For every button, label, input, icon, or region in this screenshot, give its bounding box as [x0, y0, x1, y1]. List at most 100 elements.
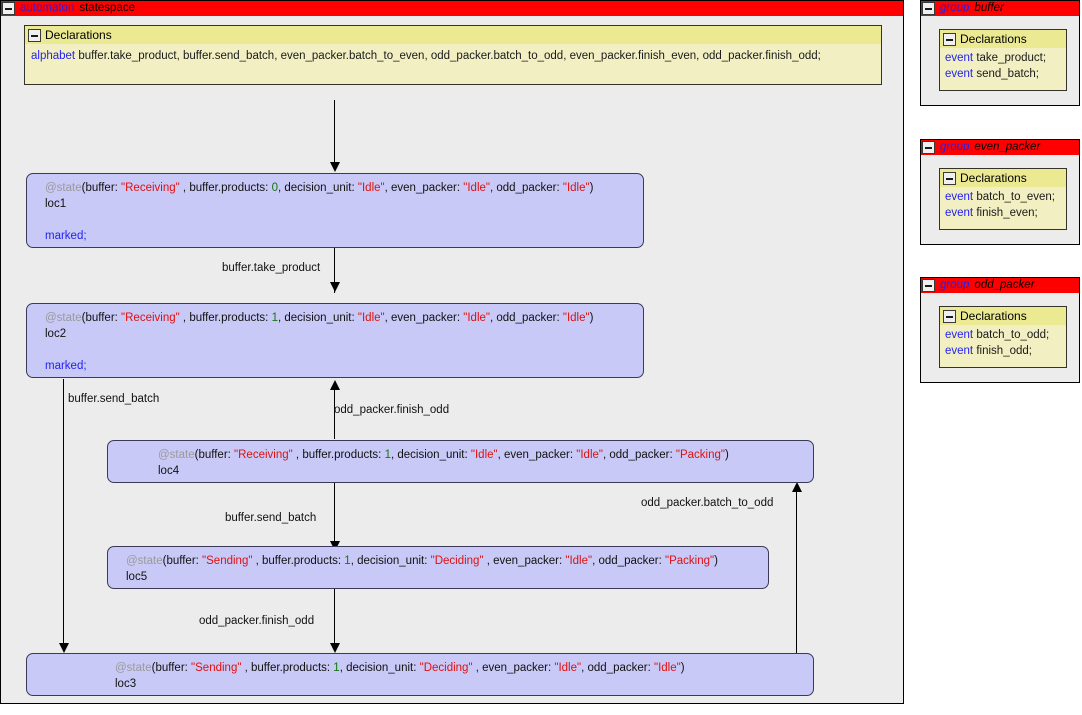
edge-loc2-to-loc3 — [63, 379, 64, 646]
state-id-loc2: loc2 — [45, 328, 67, 340]
alphabet-declaration: alphabet buffer.take_product, buffer.sen… — [25, 44, 881, 70]
group-name: even_packer — [974, 141, 1041, 153]
state-field-value: "Packing" — [664, 555, 715, 567]
event-keyword: event — [945, 191, 974, 203]
state-annotation-keyword: @state — [45, 182, 82, 194]
state-expr-loc2: @state(buffer: "Receiving" , buffer.prod… — [45, 312, 594, 324]
state-field-value: "Idle" — [562, 182, 590, 194]
group-declarations-buffer: Declarations event take_product; event s… — [939, 29, 1067, 91]
state-marked-loc2: marked; — [45, 360, 87, 372]
group-name: odd_packer — [974, 279, 1035, 291]
event-declaration: event take_product; — [945, 50, 1061, 66]
state-field-value: "Packing" — [675, 449, 725, 461]
group-keyword: group — [940, 279, 970, 291]
state-field-value: 1 — [271, 312, 278, 324]
state-annotation-keyword: @state — [158, 449, 195, 461]
state-node-loc3[interactable]: @state(buffer: "Sending" , buffer.produc… — [26, 653, 814, 696]
declarations-header[interactable]: Declarations — [940, 307, 1066, 325]
group-panel-even-packer: group even_packer Declarations event bat… — [920, 139, 1080, 245]
minus-box-icon[interactable] — [922, 2, 935, 15]
state-marked-loc1: marked; — [45, 230, 87, 242]
declarations-header[interactable]: Declarations — [940, 30, 1066, 48]
state-field-value: "Idle" — [463, 182, 490, 194]
event-declaration: event finish_even; — [945, 205, 1061, 221]
state-field-value: "Idle" — [562, 312, 590, 324]
automaton-titlebar: automaton statespace — [1, 1, 903, 16]
edge-loc1-to-loc2 — [334, 247, 335, 293]
state-id-loc4: loc4 — [158, 465, 180, 477]
state-node-loc5[interactable]: @state(buffer: "Sending" , buffer.produc… — [107, 546, 769, 589]
arrowhead-loc5-to-loc3 — [330, 643, 340, 653]
state-id-loc1: loc1 — [45, 198, 67, 210]
group-panel-odd-packer: group odd_packer Declarations event batc… — [920, 277, 1080, 383]
state-field-value: "Deciding" — [430, 555, 484, 567]
group-events-odd-packer: event batch_to_odd; event finish_odd; — [940, 325, 1066, 361]
edge-label-odd-packer-finish-odd-upper: odd_packer.finish_odd — [334, 404, 450, 416]
event-name: finish_even; — [976, 207, 1038, 219]
state-node-loc2[interactable]: @state(buffer: "Receiving" , buffer.prod… — [26, 303, 644, 378]
event-name: take_product; — [976, 52, 1047, 64]
state-field-value: "Idle" — [554, 662, 582, 674]
event-name: batch_to_odd; — [976, 329, 1050, 341]
state-expr-loc3: @state(buffer: "Sending" , buffer.produc… — [115, 662, 685, 674]
edge-loc4-to-loc2 — [334, 382, 335, 439]
minus-box-icon[interactable] — [943, 32, 956, 46]
state-field-value: 1 — [333, 662, 340, 674]
arrowhead-loc3-to-loc4 — [792, 482, 802, 492]
event-keyword: event — [945, 207, 974, 219]
group-titlebar-buffer: group buffer — [921, 1, 1079, 16]
state-id-loc3: loc3 — [115, 678, 137, 690]
state-field-value: "Idle" — [576, 449, 603, 461]
edge-loc4-to-loc5 — [334, 483, 335, 545]
state-field-value: "Deciding" — [419, 662, 473, 674]
state-expr-loc4: @state(buffer: "Receiving" , buffer.prod… — [158, 449, 729, 461]
alphabet-events: buffer.take_product, buffer.send_batch, … — [78, 50, 821, 62]
declarations-label: Declarations — [960, 32, 1027, 46]
edge-label-buffer-send-batch-left: buffer.send_batch — [68, 393, 160, 405]
event-keyword: event — [945, 329, 974, 341]
minus-box-icon[interactable] — [943, 309, 956, 323]
minus-box-icon[interactable] — [28, 28, 41, 42]
state-field-value: "Idle" — [357, 182, 385, 194]
state-node-loc4[interactable]: @state(buffer: "Receiving" , buffer.prod… — [107, 440, 814, 483]
state-expr-loc5: @state(buffer: "Sending" , buffer.produc… — [126, 555, 718, 567]
minus-box-icon[interactable] — [2, 2, 15, 15]
group-events-even-packer: event batch_to_even; event finish_even; — [940, 187, 1066, 223]
automaton-panel: automaton statespace Declarations alphab… — [0, 0, 904, 704]
arrowhead-loc4-to-loc2 — [330, 380, 340, 390]
declarations-header[interactable]: Declarations — [940, 169, 1066, 187]
declarations-label: Declarations — [960, 171, 1027, 185]
state-node-loc1[interactable]: @state(buffer: "Receiving" , buffer.prod… — [26, 173, 644, 248]
state-field-value: "Receiving" — [234, 449, 293, 461]
state-field-value: 1 — [384, 449, 391, 461]
state-field-value: 0 — [271, 182, 278, 194]
minus-box-icon[interactable] — [922, 141, 935, 154]
minus-box-icon[interactable] — [922, 279, 935, 292]
group-events-buffer: event take_product; event send_batch; — [940, 48, 1066, 84]
event-name: finish_odd; — [976, 345, 1032, 357]
automaton-declarations: Declarations alphabet buffer.take_produc… — [24, 25, 882, 85]
state-field-value: "Idle" — [357, 312, 385, 324]
arrowhead-loc2-to-loc3 — [59, 643, 69, 653]
edge-loc5-to-loc3 — [334, 589, 335, 646]
automaton-name: statespace — [79, 2, 135, 14]
minus-box-icon[interactable] — [943, 171, 956, 185]
event-declaration: event finish_odd; — [945, 343, 1061, 359]
group-declarations-odd-packer: Declarations event batch_to_odd; event f… — [939, 306, 1067, 368]
event-name: batch_to_even; — [976, 191, 1055, 203]
event-declaration: event batch_to_odd; — [945, 327, 1061, 343]
declarations-label: Declarations — [960, 309, 1027, 323]
state-expr-loc1: @state(buffer: "Receiving" , buffer.prod… — [45, 182, 594, 194]
declarations-header[interactable]: Declarations — [25, 26, 881, 44]
state-annotation-keyword: @state — [126, 555, 163, 567]
group-keyword: group — [940, 2, 970, 14]
event-keyword: event — [945, 52, 974, 64]
state-id-loc5: loc5 — [126, 571, 148, 583]
group-titlebar-odd-packer: group odd_packer — [921, 278, 1079, 293]
event-declaration: event send_batch; — [945, 66, 1061, 82]
event-name: send_batch; — [976, 68, 1040, 80]
event-keyword: event — [945, 345, 974, 357]
state-field-value: "Idle" — [565, 555, 593, 567]
state-field-value: "Idle" — [463, 312, 490, 324]
